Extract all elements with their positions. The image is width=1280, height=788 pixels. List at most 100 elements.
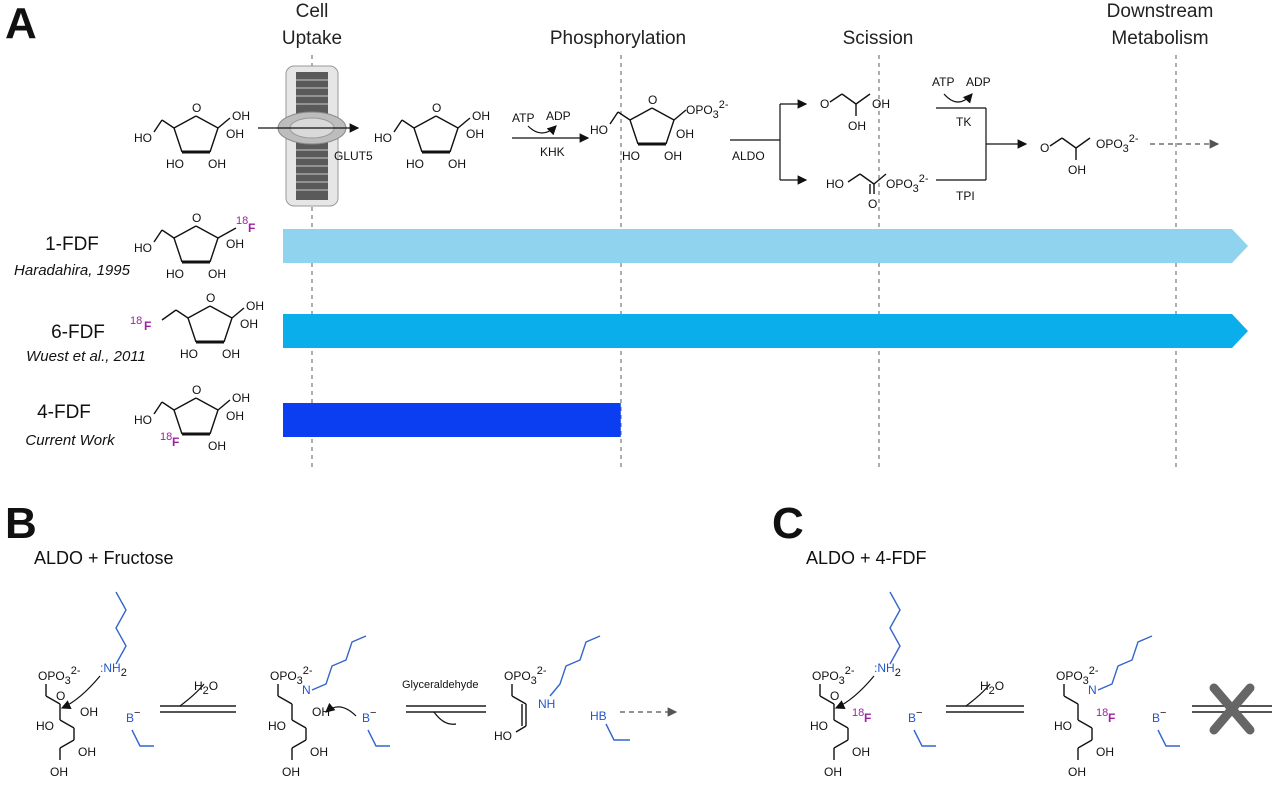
tracer-citation: Current Work <box>25 432 116 449</box>
stage-line1: Cell <box>296 1 329 22</box>
svg-text:HO: HO <box>134 241 152 255</box>
base-residue: B− <box>908 707 936 747</box>
svg-text:OH: OH <box>676 127 694 141</box>
svg-text:O: O <box>432 101 441 115</box>
svg-text:OH: OH <box>472 109 490 123</box>
svg-text:OPO32-: OPO32- <box>686 99 729 121</box>
svg-text:B−: B− <box>1152 707 1166 725</box>
svg-text:HO: HO <box>1054 719 1072 733</box>
svg-text:B−: B− <box>362 707 376 725</box>
tracer-progress-bar <box>283 403 621 437</box>
svg-text:18: 18 <box>130 315 142 327</box>
svg-text:HO: HO <box>268 719 286 733</box>
svg-text:TPI: TPI <box>956 189 975 203</box>
open-chain-4fdf-structure: OPO32- O HO 18 F OH OH <box>810 665 871 779</box>
svg-text:HO: HO <box>180 347 198 361</box>
svg-text:OH: OH <box>226 127 244 141</box>
svg-text:HO: HO <box>134 131 152 145</box>
svg-text:HO: HO <box>494 729 512 743</box>
svg-text:O: O <box>868 197 877 211</box>
stage-line1: Downstream <box>1107 1 1214 22</box>
svg-text:OH: OH <box>852 745 870 759</box>
protonated-base: HB <box>590 709 630 741</box>
tracer-name: 4-FDF <box>37 402 91 423</box>
svg-text:O: O <box>56 689 65 703</box>
svg-text:O: O <box>192 101 201 115</box>
svg-text:O: O <box>648 93 657 107</box>
tracer-citation: Wuest et al., 2011 <box>26 348 146 365</box>
svg-text:HO: HO <box>374 131 392 145</box>
glyceraldehyde-release-arrow: Glyceraldehyde <box>402 679 486 725</box>
svg-text:HO: HO <box>166 157 184 171</box>
svg-text:OH: OH <box>240 317 258 331</box>
svg-text:ATP: ATP <box>512 111 534 125</box>
svg-text:OH: OH <box>226 409 244 423</box>
svg-text:OPO32-: OPO32- <box>1096 133 1139 155</box>
glut5-label: GLUT5 <box>334 149 373 163</box>
panel-c-letter: C <box>772 499 804 548</box>
svg-text:OH: OH <box>208 439 226 453</box>
stage-downstream-metabolism: Downstream Metabolism <box>1107 1 1214 49</box>
svg-text:OPO32-: OPO32- <box>38 665 81 687</box>
svg-text:OH: OH <box>232 391 250 405</box>
svg-text:OH: OH <box>1096 745 1114 759</box>
base-residue: B− <box>325 702 390 747</box>
panel-b-title: ALDO + Fructose <box>34 548 174 568</box>
schiff-base-structure: OPO32- N HO OH OH OH <box>268 635 367 779</box>
svg-text:OH: OH <box>50 765 68 779</box>
blocked-reaction <box>1192 683 1272 735</box>
tracer-citation: Haradahira, 1995 <box>14 262 131 279</box>
svg-text:HO: HO <box>166 267 184 281</box>
svg-text:ATP: ATP <box>932 75 954 89</box>
svg-text:KHK: KHK <box>540 145 565 159</box>
svg-text:HO: HO <box>622 149 640 163</box>
svg-text:HO: HO <box>810 719 828 733</box>
tracer-row-4fdf: 4-FDF Current Work O HO OH OH 18 F OH <box>25 383 621 453</box>
svg-text:N: N <box>302 683 311 697</box>
g3p-structure: O OH OPO32- <box>1040 133 1139 177</box>
svg-text:O: O <box>192 383 201 397</box>
stage-line2: Metabolism <box>1111 28 1208 49</box>
tracer-row-6fdf: 6-FDF Wuest et al., 2011 O 18 F OH OH HO… <box>26 291 1248 365</box>
svg-text:O: O <box>830 689 839 703</box>
water-equilibrium-arrow: H2O <box>160 679 236 713</box>
svg-text:OH: OH <box>208 157 226 171</box>
aldo-scission-arrow: ALDO <box>730 99 808 185</box>
svg-text:OH: OH <box>222 347 240 361</box>
1fdf-structure: O HO OH 18 F HO OH <box>134 211 255 281</box>
svg-text:ALDO: ALDO <box>732 149 765 163</box>
svg-text:OH: OH <box>312 705 330 719</box>
svg-text:OH: OH <box>448 157 466 171</box>
svg-text:HO: HO <box>826 177 844 191</box>
svg-text:18: 18 <box>236 215 248 227</box>
stage-cell-uptake: Cell Uptake <box>282 1 342 49</box>
svg-text:F: F <box>1108 711 1115 725</box>
6fdf-structure: O 18 F OH OH HO OH <box>130 291 264 361</box>
svg-text::NH2: :NH2 <box>874 661 901 679</box>
glut5-transporter-icon <box>277 65 347 207</box>
base-residue: B− <box>126 707 154 747</box>
svg-text:TK: TK <box>956 115 971 129</box>
svg-text:OPO32-: OPO32- <box>812 665 855 687</box>
svg-text:F: F <box>248 221 255 235</box>
svg-text:OH: OH <box>1068 163 1086 177</box>
cross-icon <box>1209 683 1255 735</box>
svg-text:HO: HO <box>406 157 424 171</box>
svg-text:OH: OH <box>226 237 244 251</box>
svg-text:18: 18 <box>852 707 864 719</box>
tracer-name: 1-FDF <box>45 234 99 255</box>
svg-text:OH: OH <box>848 119 866 133</box>
svg-text:OH: OH <box>282 765 300 779</box>
svg-text:OH: OH <box>232 109 250 123</box>
svg-text:OPO32-: OPO32- <box>504 665 547 687</box>
svg-text:OH: OH <box>466 127 484 141</box>
enamine-structure: OPO32- NH HO <box>494 635 601 743</box>
svg-text:NH: NH <box>538 697 555 711</box>
svg-text:HO: HO <box>134 413 152 427</box>
svg-text:OH: OH <box>824 765 842 779</box>
svg-text:HO: HO <box>590 123 608 137</box>
panel-a-letter: A <box>5 0 37 48</box>
svg-text:H2O: H2O <box>194 679 218 697</box>
svg-text:OH: OH <box>310 745 328 759</box>
